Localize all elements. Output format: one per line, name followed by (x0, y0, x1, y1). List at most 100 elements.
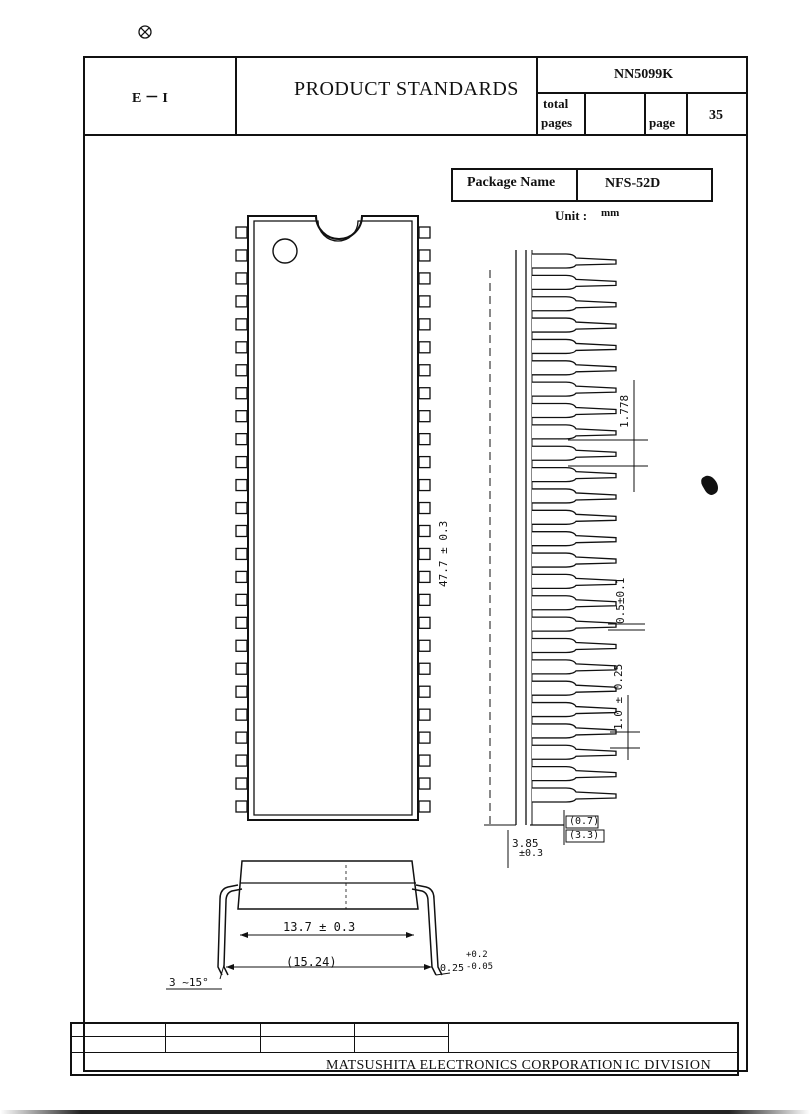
pin-pad (418, 364, 431, 377)
package-side-view (484, 250, 648, 868)
side-lead (532, 381, 617, 397)
side-lead (532, 274, 617, 291)
pin-pad (235, 570, 248, 584)
lead-thickness-tol-minus: -0.05 (466, 962, 494, 972)
pin-pad (235, 777, 248, 790)
side-lead (532, 701, 617, 718)
row-spacing-dimension: (15.24) (286, 955, 337, 969)
company-name: MATSUSHITA ELECTRONICS CORPORATION (326, 1058, 623, 1073)
header-divider-1 (235, 58, 237, 135)
package-box-divider (576, 170, 578, 200)
unit-label: Unit : (555, 208, 588, 223)
pin-pad (418, 662, 431, 675)
pin-pad (235, 731, 248, 744)
pin-pad (235, 524, 248, 538)
side-lead (532, 424, 617, 440)
side-lead (532, 466, 617, 483)
left-pin-row (235, 226, 248, 813)
pin-pad (235, 364, 248, 377)
division-name: IC DIVISION (625, 1058, 712, 1073)
pin-pad (418, 341, 431, 354)
pin-pad (235, 708, 248, 721)
page-number: 35 (709, 108, 723, 123)
pin-pad (235, 249, 248, 262)
side-lead (532, 253, 617, 269)
pin-pad (235, 295, 248, 308)
bottom-scan-edge (0, 1110, 810, 1114)
lead-thickness-dimension: 0.25 (440, 963, 465, 974)
footer-hline-2 (72, 1052, 737, 1054)
side-lead (532, 552, 617, 568)
pin-pad (235, 318, 248, 331)
pin-pad (418, 800, 431, 813)
pin-pad (418, 295, 431, 308)
side-lead (532, 616, 617, 632)
side-lead (532, 787, 617, 803)
pin-pad (418, 478, 431, 492)
pin-pad (418, 524, 431, 538)
pin-pad (235, 410, 248, 423)
pin-pad (418, 685, 431, 698)
section-code: E － I (132, 91, 168, 106)
side-lead (532, 573, 617, 590)
pin-pad (235, 387, 248, 400)
side-lead (532, 531, 617, 547)
pin-pad (235, 432, 248, 446)
header-hline (537, 92, 747, 94)
pin-pad (418, 455, 431, 469)
pin-pad (418, 616, 431, 629)
lead-tip-dimension: (0.7) (569, 816, 600, 827)
pin-pad (235, 272, 248, 285)
pin-pad (418, 754, 431, 767)
body-height-dimension: 3.85 (512, 837, 539, 850)
pin-pad (235, 455, 248, 469)
pin-pad (418, 570, 431, 584)
pin-pad (418, 410, 431, 423)
side-lead (532, 765, 617, 782)
body-length-dimension: 47.7 ± 0.3 (437, 520, 450, 587)
pin-pad (235, 547, 248, 561)
lead-thickness-tol-plus: +0.2 (466, 950, 488, 960)
pin-pad (418, 639, 431, 652)
pin-pad (418, 708, 431, 721)
footer-vline-2 (260, 1024, 262, 1052)
pin-pad (418, 318, 431, 331)
side-lead (532, 338, 617, 355)
pin-pad (235, 616, 248, 629)
pin-pad (418, 249, 431, 262)
pin-pad (418, 593, 431, 607)
total-pages-label-1: total (543, 96, 569, 111)
registration-mark-icon (138, 25, 152, 39)
page-frame (83, 56, 748, 1072)
side-lead (532, 637, 617, 654)
pin1-marker (272, 238, 298, 264)
lead-width-dimension: 0.5±0.1 (614, 577, 627, 624)
package-top-view (235, 215, 431, 821)
footer-vline-3 (354, 1024, 356, 1052)
side-lead (532, 509, 617, 525)
side-lead-group (532, 253, 617, 803)
header-divider-4 (644, 93, 646, 135)
pin-pad (235, 800, 248, 813)
page-title: PRODUCT STANDARDS (294, 78, 519, 100)
lead-angle-dimension: 3 ~15° (169, 976, 209, 989)
lead-shoulder-dimension: 1.0 ± 0.25 (612, 663, 625, 730)
side-lead (532, 595, 617, 611)
side-lead (532, 296, 617, 312)
part-number: NN5099K (614, 67, 674, 82)
pin-pad (235, 685, 248, 698)
side-lead (532, 659, 617, 675)
footer-vline-4 (448, 1024, 450, 1052)
header-divider-5 (686, 93, 688, 135)
package-name-label: Package Name (467, 175, 556, 190)
footer-block (70, 1022, 739, 1076)
pin-pad (418, 432, 431, 446)
unit-value: mm (601, 207, 620, 219)
pin-pad (418, 272, 431, 285)
right-pin-row (418, 226, 431, 813)
header-block (83, 56, 748, 136)
side-lead (532, 744, 617, 760)
pin-pad (418, 387, 431, 400)
side-lead (532, 445, 617, 461)
pin-pad (235, 501, 248, 515)
